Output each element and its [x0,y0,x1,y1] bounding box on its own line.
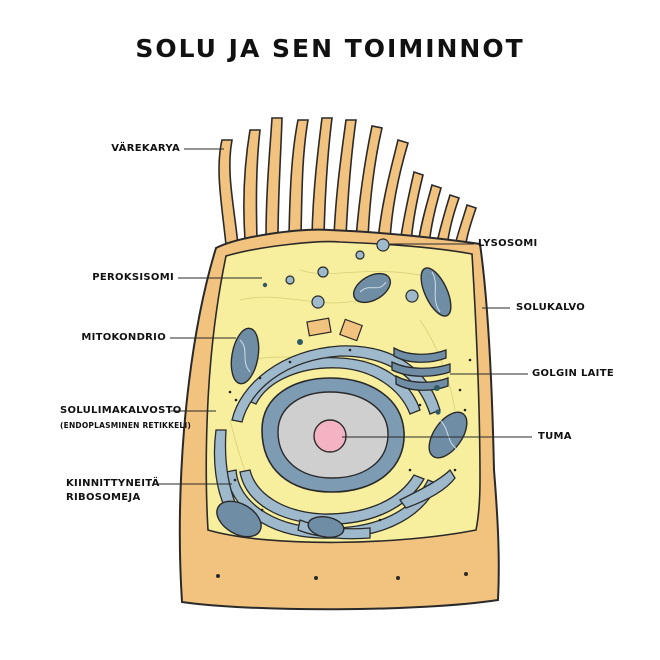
label-mitokondrio: MITOKONDRIO [81,332,166,343]
label-solulimakalvosto-sub: (ENDOPLASMINEN RETIKKELI) [60,421,192,430]
centrioles [306,317,363,342]
label-golgin-laite: GOLGIN LAITE [532,368,614,379]
label-ribosomeja: RIBOSOMEJA [66,492,141,503]
nucleus [261,377,405,493]
endoplasmic-reticulum [213,345,456,540]
label-lysosomi: LYSOSOMI [478,238,538,249]
label-solulimakalvosto: SOLULIMAKALVOSTO [60,405,182,416]
label-tuma: TUMA [538,431,572,442]
diagram-title: SOLU JA SEN TOIMINNOT [135,34,525,63]
label-solukalvo: SOLUKALVO [516,302,586,313]
label-kiinnittyneita: KIINNITTYNEITÄ [66,478,160,489]
label-varekarya: VÄREKARYA [111,143,180,154]
cilia [218,117,478,250]
label-peroksisomi: PEROKSISOMI [92,272,174,283]
vesicles [285,238,419,309]
golgi-apparatus [391,346,451,391]
